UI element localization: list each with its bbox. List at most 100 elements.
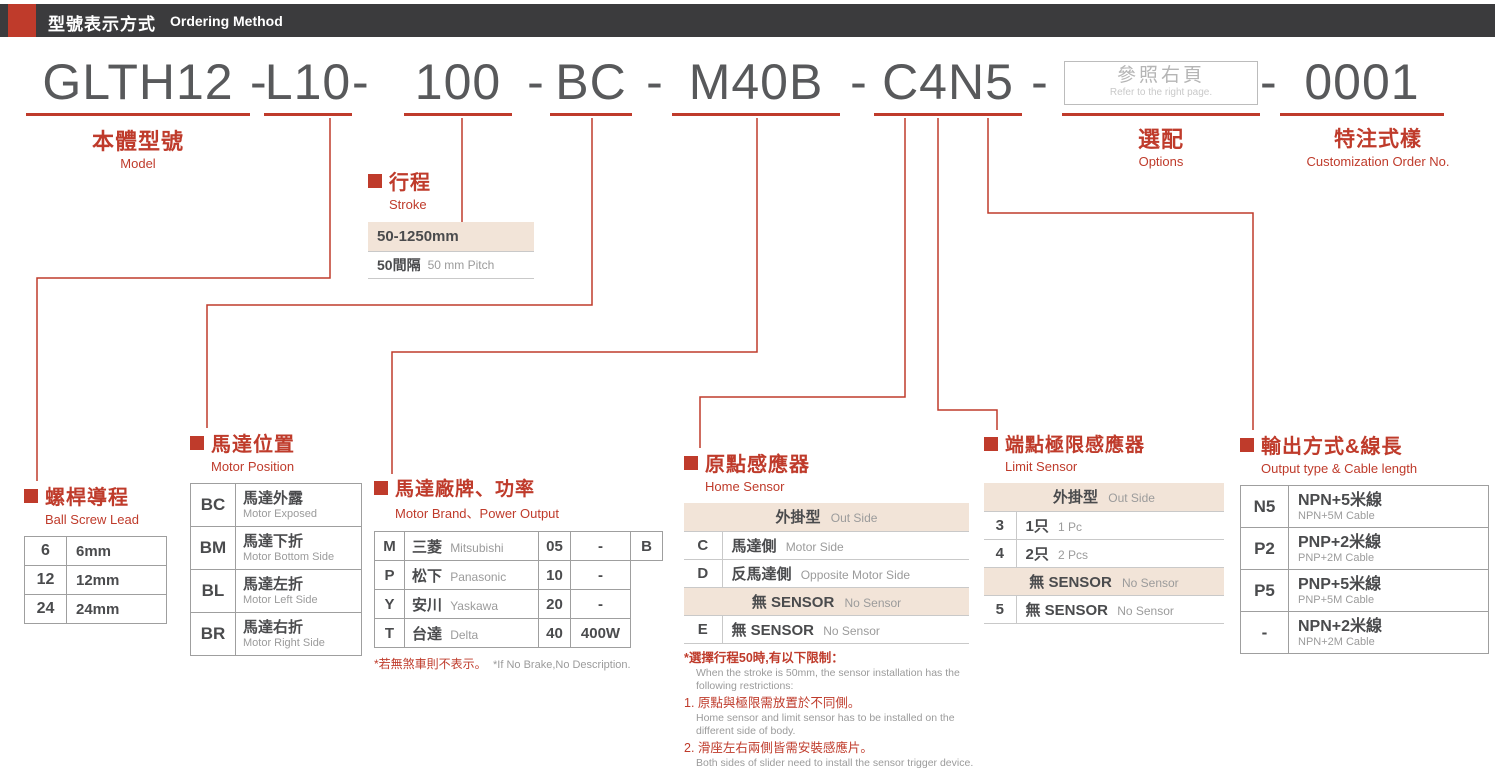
table-row: 24 24mm [24,594,167,624]
customization-label: 特注式樣 Customization Order No. [1272,126,1484,170]
refer-right-page-zh: 參照右頁 [1116,64,1205,86]
ball-screw-lead-block: 螺桿導程 Ball Screw Lead 6 6mm 12 12mm 24 24… [24,481,167,624]
brake-note: *若無煞車則不表示。 *If No Brake,No Description. [374,657,631,671]
refer-right-page-en: Refer to the right page. [1109,86,1213,98]
stroke-title-en: Stroke [389,197,427,212]
table-row: - NPN+2米線 NPN+2M Cable [1240,611,1489,654]
table-header-row: 外掛型 Out Side [684,503,969,532]
model-segment-stroke: 100 [404,52,512,116]
limit-sensor-block: 端點極限感應器 Limit Sensor 外掛型 Out Side 3 1只 1… [984,430,1224,624]
table-row: 12 12mm [24,565,167,595]
home-sensor-title: 原點感應器 [684,448,969,477]
home-sensor-table: 外掛型 Out Side C 馬達側 Motor Side D 反馬達側 Opp… [684,503,969,644]
stroke-block: 行程 Stroke 50-1250mm 50間隔 50 mm Pitch [368,166,534,279]
dash: - [1260,54,1278,110]
connector-home-sensor [699,118,906,448]
motor-brand-title: 馬達廠牌、功率 [374,474,663,501]
table-row: T 台達 Delta 40 400W [374,618,663,648]
table-row: P2 PNP+2米線 PNP+2M Cable [1240,527,1489,570]
model-segment-brand: M40B [672,52,840,116]
connector-motor-position [206,118,593,428]
model-label: 本體型號 Model [26,128,250,172]
motor-position-block: 馬達位置 Motor Position BC 馬達外露 Motor Expose… [190,428,362,656]
accent-square [8,4,36,37]
refer-right-page-box: 參照右頁 Refer to the right page. [1064,60,1258,105]
table-row: 無 SENSOR No Sensor [984,567,1224,596]
motor-brand-table: M 三菱 Mitsubishi 05 - B P 松下 Panasonic 10… [374,531,663,648]
table-row: BM 馬達下折 Motor Bottom Side [190,526,362,570]
red-square-icon [374,480,388,495]
brake-cell-empty [631,561,663,590]
connector-limit-sensor [937,118,998,430]
table-row: M 三菱 Mitsubishi 05 - B [374,531,663,561]
customization-label-zh: 特注式樣 [1334,128,1422,151]
table-row: N5 NPN+5米線 NPN+5M Cable [1240,485,1489,528]
stroke-title: 行程 [368,166,534,195]
table-row: P 松下 Panasonic 10 - [374,560,663,590]
brake-cell: B [630,531,663,561]
limit-sensor-title: 端點極限感應器 [984,430,1224,457]
note-2-zh: 2. 滑座左右兩側皆需安裝感應片。 [684,741,873,755]
red-square-icon [684,455,698,470]
red-square-icon [190,435,204,450]
connector-motor-brand [391,118,758,474]
note-restriction-title-zh: *選擇行程50時,有以下限制： [684,651,844,665]
red-square-icon [984,436,998,451]
dash: - [250,54,268,110]
options-label: 選配 Options [1062,126,1260,170]
dash: - [352,54,370,110]
output-type-block: 輸出方式&線長 Output type & Cable length N5 NP… [1240,430,1489,654]
table-row: BL 馬達左折 Motor Left Side [190,569,362,613]
table-row: C 馬達側 Motor Side [684,531,969,560]
dash: - [527,54,545,110]
note-1-zh: 1. 原點與極限需放置於不同側。 [684,696,861,710]
connector-lead [36,118,331,481]
stroke-table: 50-1250mm 50間隔 50 mm Pitch [368,222,534,279]
model-segment-lead: L10 [264,52,352,116]
table-row: BC 馬達外露 Motor Exposed [190,483,362,527]
table-row: 4 2只 2 Pcs [984,539,1224,568]
note-2-en: Both sides of slider need to install the… [696,757,974,769]
dash: - [646,54,664,110]
output-type-title-en: Output type & Cable length [1261,461,1418,476]
brake-cell-empty [631,590,663,619]
stroke-range: 50-1250mm [368,222,534,252]
model-segment-position: BC [550,52,632,116]
stroke-pitch: 50間隔 50 mm Pitch [368,252,534,279]
home-sensor-title-en: Home Sensor [705,479,785,494]
table-row: 5 無 SENSOR No Sensor [984,595,1224,624]
ball-screw-title: 螺桿導程 [24,481,167,510]
ball-screw-table: 6 6mm 12 12mm 24 24mm [24,536,167,624]
home-sensor-notes: *選擇行程50時,有以下限制： When the stroke is 50mm,… [684,650,986,773]
output-type-title: 輸出方式&線長 [1240,430,1489,459]
options-label-zh: 選配 [1137,127,1184,152]
table-row: P5 PNP+5米線 PNP+5M Cable [1240,569,1489,612]
options-reference-box-wrapper: 參照右頁 Refer to the right page. [1062,52,1260,116]
page-title-en: Ordering Method [170,13,283,29]
table-header-row: 外掛型 Out Side [984,483,1224,512]
model-segment-base: GLTH12 [26,52,250,116]
table-row: 3 1只 1 Pc [984,511,1224,540]
options-label-en: Options [1138,154,1184,169]
motor-brand-title-en: Motor Brand、Power Output [395,506,560,521]
limit-sensor-table: 外掛型 Out Side 3 1只 1 Pc 4 2只 2 Pcs [984,483,1224,624]
table-row: Y 安川 Yaskawa 20 - [374,589,663,619]
ball-screw-title-en: Ball Screw Lead [45,512,139,527]
dash: - [850,54,868,110]
red-square-icon [24,488,38,503]
table-row: 6 6mm [24,536,167,566]
motor-position-table: BC 馬達外露 Motor Exposed BM 馬達下折 Motor Bott… [190,483,362,656]
model-label-zh: 本體型號 [91,129,184,154]
connector-output [987,118,1254,430]
page-header-bar: 型號表示方式 Ordering Method [0,4,1495,37]
table-row: D 反馬達側 Opposite Motor Side [684,559,969,588]
dash: - [1031,54,1049,110]
note-restriction-title-en: When the stroke is 50mm, the sensor inst… [696,667,960,692]
model-segment-sensor: C4N5 [874,52,1022,116]
model-label-en: Model [120,156,156,171]
customization-label-en: Customization Order No. [1306,154,1450,169]
table-row: E 無 SENSOR No Sensor [684,615,969,644]
motor-brand-block: 馬達廠牌、功率 Motor Brand、Power Output M 三菱 Mi… [374,474,663,672]
